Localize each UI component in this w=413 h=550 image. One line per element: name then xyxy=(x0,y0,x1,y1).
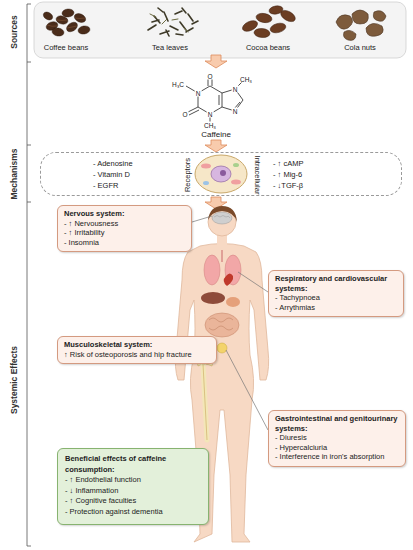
box-item: - ↑ Cognitive faculties xyxy=(65,496,202,507)
box-item: - ↑ Endothelial function xyxy=(65,475,202,486)
system-box: Gastrointestinal and genitourinary syste… xyxy=(268,410,406,467)
box-item: - Interference in iron's absorption xyxy=(275,452,400,462)
atom-label: O xyxy=(181,111,188,118)
box-heading: Gastrointestinal and genitourinary syste… xyxy=(275,414,400,433)
benefit-box: Beneficial effects of caffeine consumpti… xyxy=(57,448,209,525)
section-label: Mechanisms xyxy=(9,148,19,199)
system-box: Respiratory and cardiovascular systems:-… xyxy=(268,270,404,317)
box-item: - Hypercalciuria xyxy=(275,443,400,453)
atom-label: N xyxy=(207,111,214,118)
mechanism-item: - ↑ Mig-6 xyxy=(273,170,302,180)
box-item: - Diuresis xyxy=(275,433,400,443)
atom-label: CH₃ xyxy=(203,122,217,129)
system-box: Nervous system:- ↑ Nervousness- ↑ Irrita… xyxy=(57,205,192,252)
mechanism-item: - Adenosine xyxy=(93,159,133,169)
box-heading: Nervous system: xyxy=(64,209,186,219)
box-item: - Protection against dementia xyxy=(65,507,202,518)
atom-label: H₃C xyxy=(171,81,185,88)
source-label: Cola nuts xyxy=(344,43,376,52)
atom-label: O xyxy=(206,73,213,80)
mechanism-item: - EGFR xyxy=(93,181,118,191)
box-item: - Arrythmias xyxy=(275,303,398,313)
atom-label: N xyxy=(232,108,239,115)
box-item: - Tachypnoea xyxy=(275,293,398,303)
section-label: Systemic Effects xyxy=(9,346,19,414)
source-label: Tea leaves xyxy=(152,43,188,52)
box-heading: Musculoskeletal system: xyxy=(64,340,211,350)
atom-label: CH₃ xyxy=(239,76,253,83)
mechanism-item: - ↓TGF-β xyxy=(273,181,303,191)
box-item: ↑ Risk of osteoporosis and hip fracture xyxy=(64,350,211,360)
source-label: Coffee beans xyxy=(44,43,88,52)
region-label: Intracellular xyxy=(252,156,262,195)
region-label: Receptors xyxy=(183,158,193,192)
atom-label: N xyxy=(232,86,239,93)
system-box: Musculoskeletal system:↑ Risk of osteopo… xyxy=(57,336,217,364)
compound-name: Caffeine xyxy=(201,130,231,139)
section-label: Sources xyxy=(9,15,19,49)
box-item: - ↑ Irritability xyxy=(64,228,186,238)
box-heading: Beneficial effects of caffeine consumpti… xyxy=(65,454,202,475)
box-item: - ↑ Nervousness xyxy=(64,219,186,229)
mechanisms-band: - Adenosine- Vitamin D- EGFR Receptors Int… xyxy=(40,152,402,196)
box-item: - ↓ Inflammation xyxy=(65,486,202,497)
box-heading: Respiratory and cardiovascular systems: xyxy=(275,274,398,293)
atom-label: N xyxy=(195,90,202,97)
box-item: - Insomnia xyxy=(64,238,186,248)
mechanism-item: - Vitamin D xyxy=(93,170,130,180)
source-label: Cocoa beans xyxy=(246,43,290,52)
mechanism-item: - ↑ cAMP xyxy=(273,159,303,169)
